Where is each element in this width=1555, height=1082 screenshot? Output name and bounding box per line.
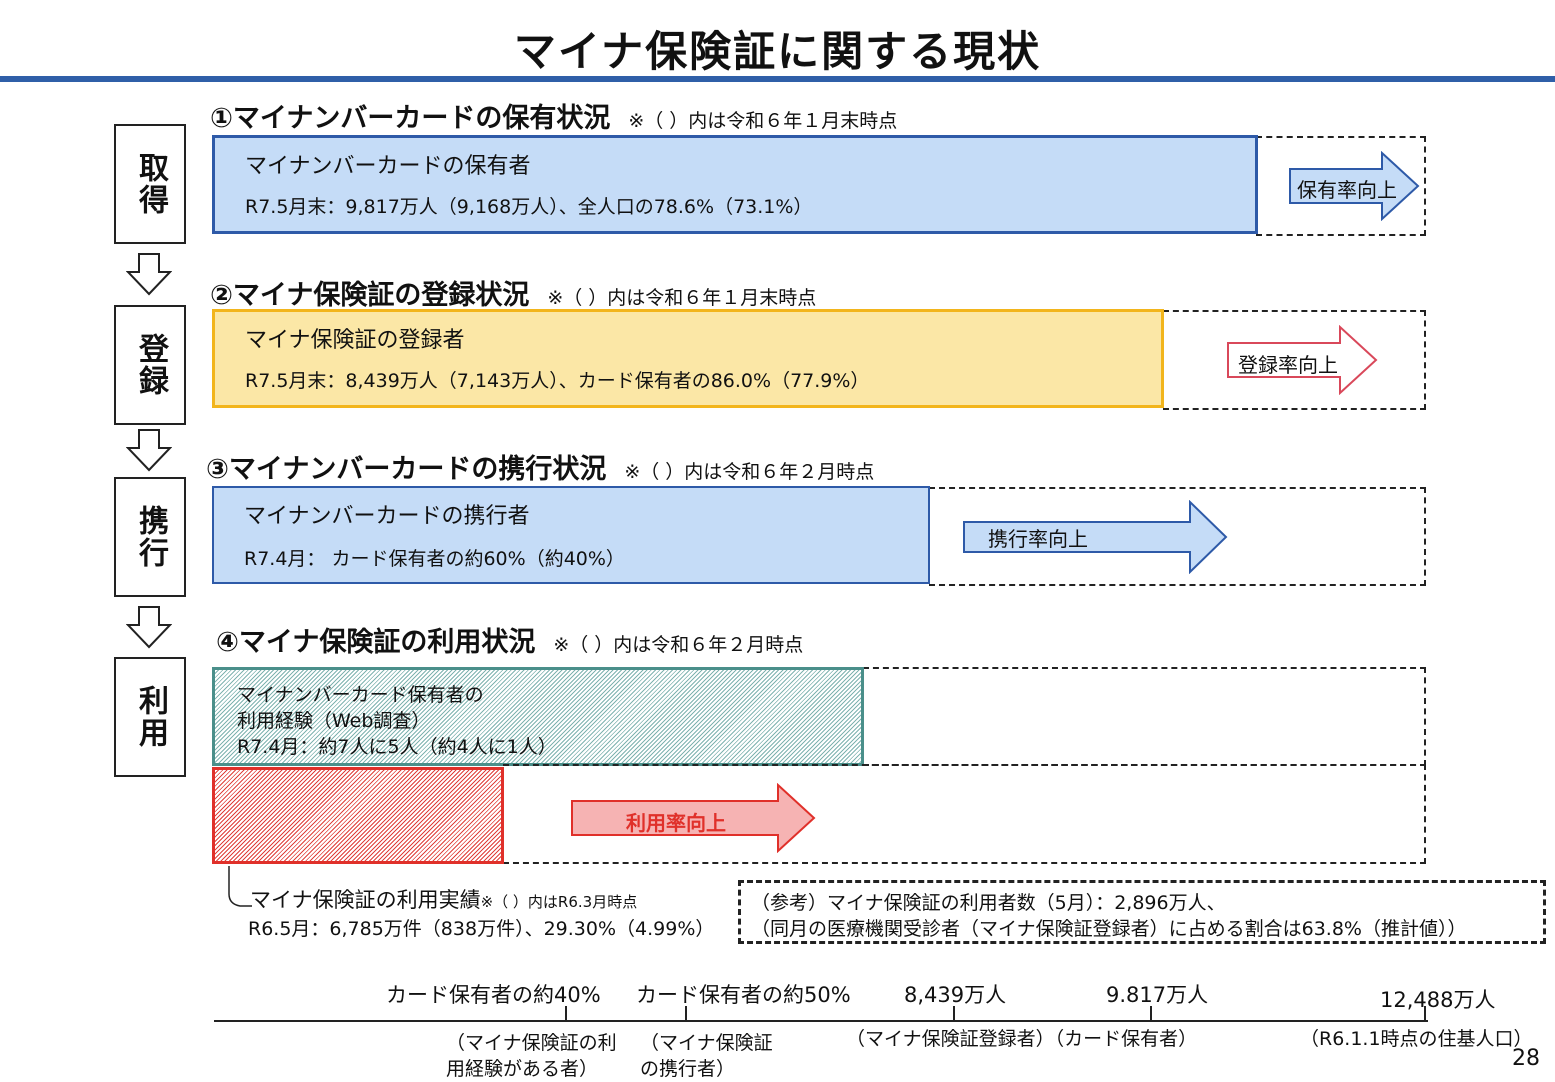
- section-note: ※（ ）内は令和６年２月時点: [553, 634, 804, 656]
- scale-sublabel-line: （マイナ保険証: [640, 1032, 773, 1054]
- target-area-2: [1163, 310, 1426, 410]
- target-area-4a: [863, 667, 1426, 766]
- scale-axis: [214, 1020, 1428, 1022]
- arrow-label: 保有率向上: [1297, 178, 1397, 202]
- scale-sublabel: （マイナ保険証 の携行者）: [640, 1030, 773, 1082]
- scale-sublabel-line: （マイナ保険証登録者）（カード保有者）: [846, 1028, 1198, 1050]
- scale-sublabel-line: （R6.1.1時点の住基人口）: [1300, 1028, 1533, 1050]
- stage-label: 登録: [133, 333, 168, 397]
- usage-record-note: ※（ ）内はR6.3月時点: [480, 893, 638, 911]
- usage-experience-bar: マイナンバーカード保有者の 利用経験（Web調査） R7.4月：約7人に5人（約…: [212, 667, 864, 766]
- scale-sublabel-line: 用経験がある者）: [446, 1058, 599, 1080]
- section-note: ※（ ）内は令和６年２月時点: [624, 461, 875, 483]
- stage-box-use: 利用: [114, 657, 186, 777]
- target-area-3: [929, 487, 1426, 586]
- arrow-label: 利用率向上: [626, 811, 726, 835]
- scale-sublabel-line: （マイナ保険証の利: [446, 1032, 617, 1054]
- reference-line-1: （参考）マイナ保険証の利用者数（5月）：2,896万人、: [751, 892, 1226, 914]
- section-title: ①マイナンバーカードの保有状況: [210, 103, 611, 134]
- scale-tick: [1150, 1006, 1152, 1022]
- callout-line-icon: [228, 866, 252, 907]
- registrant-bar: マイナ保険証の登録者 R7.5月末：8,439万人（7,143万人）、カード保有…: [212, 309, 1164, 408]
- stage-label: 取得: [133, 152, 168, 216]
- reference-box: （参考）マイナ保険証の利用者数（5月）：2,896万人、 （同月の医療機関受診者…: [738, 880, 1546, 944]
- scale-label: カード保有者の約40%: [386, 983, 601, 1007]
- section-title: ②マイナ保険証の登録状況: [210, 280, 530, 311]
- section-title: ④マイナ保険証の利用状況: [216, 627, 536, 658]
- section-heading-1: ①マイナンバーカードの保有状況 ※（ ）内は令和６年１月末時点: [210, 96, 897, 135]
- usage-record-bar: [212, 767, 504, 864]
- target-area-1: [1256, 136, 1426, 236]
- usage-record-label: マイナ保険証の利用実績: [250, 888, 481, 912]
- bar-detail: R7.5月末：9,817万人（9,168万人）、全人口の78.6%（73.1%）: [245, 196, 813, 218]
- holder-bar: マイナンバーカードの保有者 R7.5月末：9,817万人（9,168万人）、全人…: [212, 135, 1258, 234]
- section-note: ※（ ）内は令和６年１月末時点: [628, 110, 898, 132]
- section-heading-4: ④マイナ保険証の利用状況 ※（ ）内は令和６年２月時点: [216, 620, 803, 659]
- carrier-bar: マイナンバーカードの携行者 R7.4月： カード保有者の約60%（約40%）: [212, 486, 930, 584]
- scale-tick: [685, 1006, 687, 1022]
- scale-label: 9.817万人: [1106, 983, 1209, 1007]
- arrow-label: 登録率向上: [1238, 353, 1338, 377]
- bar-title: マイナンバーカードの保有者: [245, 154, 531, 179]
- stage-label: 利用: [133, 685, 168, 749]
- bar-title: マイナンバーカードの携行者: [244, 504, 530, 529]
- section-note: ※（ ）内は令和６年１月末時点: [547, 287, 817, 309]
- scale-label: 12,488万人: [1380, 988, 1496, 1012]
- section-title: ③マイナンバーカードの携行状況: [206, 454, 607, 485]
- bar-detail: R7.4月：約7人に5人（約4人に1人）: [237, 736, 557, 758]
- scale-sublabel: （マイナ保険証登録者）（カード保有者）: [846, 1026, 1197, 1052]
- registration-rate-arrow-icon: [1227, 325, 1378, 395]
- scale-sublabel-line: の携行者）: [640, 1058, 736, 1080]
- scale-tick: [565, 1006, 567, 1022]
- reference-line-2: （同月の医療機関受診者（マイナ保険証登録者）に占める割合は63.8%（推計値））: [751, 918, 1467, 940]
- section-heading-3: ③マイナンバーカードの携行状況 ※（ ）内は令和６年２月時点: [206, 447, 874, 486]
- scale-sublabel: （マイナ保険証の利 用経験がある者）: [446, 1030, 617, 1082]
- target-area-4b: [503, 764, 1426, 864]
- scale-label: カード保有者の約50%: [636, 983, 851, 1007]
- bar-detail: R7.4月： カード保有者の約60%（約40%）: [244, 548, 625, 570]
- section-heading-2: ②マイナ保険証の登録状況 ※（ ）内は令和６年１月末時点: [210, 273, 816, 312]
- stage-box-acquire: 取得: [114, 124, 186, 244]
- carry-rate-arrow-icon: [963, 500, 1228, 574]
- title-underline: [0, 76, 1555, 82]
- scale-tick: [1424, 1006, 1426, 1022]
- stage-box-carry: 携行: [114, 477, 186, 597]
- bar-title: マイナ保険証の登録者: [245, 328, 465, 353]
- down-arrow-icon: [126, 253, 172, 296]
- bar-title-2: 利用経験（Web調査）: [237, 710, 431, 732]
- down-arrow-icon: [126, 606, 172, 649]
- page-title: マイナ保険証に関する現状: [513, 27, 1042, 76]
- down-arrow-icon: [126, 429, 172, 472]
- stage-label: 携行: [133, 505, 168, 569]
- page-number: 28: [1512, 1046, 1540, 1071]
- bar-title: マイナンバーカード保有者の: [237, 684, 484, 706]
- usage-record-caption: マイナ保険証の利用実績※（ ）内はR6.3月時点: [250, 884, 637, 914]
- bar-detail: R7.5月末：8,439万人（7,143万人）、カード保有者の86.0%（77.…: [245, 370, 870, 392]
- scale-sublabel: （R6.1.1時点の住基人口）: [1300, 1026, 1533, 1052]
- usage-rate-arrow-icon: [571, 783, 816, 853]
- scale-tick: [953, 1006, 955, 1022]
- stage-box-register: 登録: [114, 305, 186, 425]
- usage-record-detail: R6.5月：6,785万件（838万件）、29.30%（4.99%）: [248, 918, 715, 940]
- holding-rate-arrow-icon: [1289, 151, 1420, 221]
- arrow-label: 携行率向上: [988, 527, 1088, 551]
- scale-label: 8,439万人: [904, 983, 1007, 1007]
